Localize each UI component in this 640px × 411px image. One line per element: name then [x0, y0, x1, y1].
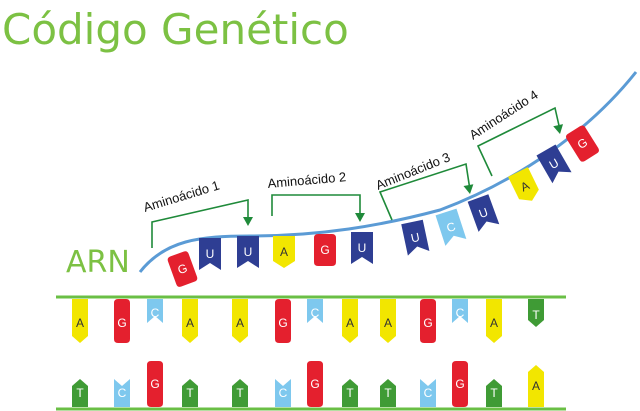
rna-base: G: [167, 251, 198, 287]
dna-base-letter: G: [310, 377, 319, 391]
dna-bottom-base: G: [307, 361, 323, 407]
diagram-title: Código Genético: [2, 5, 349, 54]
rna-base-letter: U: [358, 241, 367, 255]
dna-top-base: A: [182, 299, 198, 343]
dna-base-letter: G: [455, 377, 464, 391]
dna-base-letter: C: [118, 386, 127, 400]
dna-top-base: A: [342, 299, 358, 343]
dna-top-base: A: [232, 299, 248, 343]
dna-base-letter: G: [150, 377, 159, 391]
dna-base-letter: C: [456, 306, 465, 320]
dna-base-letter: G: [278, 316, 287, 330]
dna-top-base: C: [452, 299, 468, 323]
rna-base: G: [565, 125, 599, 162]
dna-base-letter: T: [186, 386, 194, 400]
dna-top-base: T: [528, 299, 544, 327]
dna-base-letter: C: [151, 306, 160, 320]
rna-base: U: [401, 219, 430, 256]
dna-bottom-base: T: [232, 379, 248, 407]
rna-base: U: [351, 232, 373, 264]
rna-base: C: [435, 208, 467, 246]
amino-acid-label: Aminoácido 2: [267, 169, 347, 191]
dna-base-letter: A: [490, 316, 498, 330]
dna-bottom-base: T: [342, 379, 358, 407]
dna-bottom-base: C: [420, 379, 436, 407]
dna-bottom-base: T: [182, 379, 198, 407]
dna-bottom-base: A: [528, 365, 544, 407]
rna-label: ARN: [66, 245, 130, 280]
rna-base: A: [508, 167, 539, 201]
dna-base-letter: A: [76, 316, 84, 330]
dna-bottom-base: C: [114, 379, 130, 407]
rna-backbone: [138, 71, 638, 273]
rna-base: A: [273, 236, 295, 268]
dna-top-base: G: [114, 299, 130, 343]
dna-top-base: G: [275, 299, 291, 343]
dna-base-letter: G: [117, 316, 126, 330]
dna-base-letter: A: [186, 316, 194, 330]
dna-base-letter: T: [384, 386, 392, 400]
dna-base-letter: C: [424, 386, 433, 400]
dna-top-base: A: [380, 299, 396, 343]
dna-base-letter: T: [236, 386, 244, 400]
rna-base: G: [314, 234, 336, 266]
rna-base: U: [237, 236, 259, 268]
rna-base: U: [199, 238, 221, 270]
dna-top-base: A: [72, 299, 88, 343]
rna-base-letter: A: [280, 245, 288, 259]
dna-top-base: A: [486, 299, 502, 343]
dna-base-letter: T: [490, 386, 498, 400]
dna-base-letter: A: [236, 316, 244, 330]
dna-base-letter: C: [279, 386, 288, 400]
dna-base-letter: G: [423, 316, 432, 330]
amino-acid-bracket: Aminoácido 2: [267, 169, 365, 222]
dna-bottom-base: T: [72, 379, 88, 407]
dna-top-base: C: [147, 299, 163, 323]
dna-base-letter: T: [346, 386, 354, 400]
dna-base-letter: C: [311, 306, 320, 320]
dna-base-letter: T: [532, 308, 540, 322]
rna-base: U: [536, 144, 572, 184]
dna-base-letter: A: [532, 379, 540, 393]
dna-base-letter: A: [384, 316, 392, 330]
rna-base-letter: G: [320, 243, 329, 257]
dna-bottom-base: G: [147, 361, 163, 407]
amino-acid-label: Aminoácido 3: [374, 149, 453, 192]
rna-base-letter: G: [176, 261, 190, 277]
dna-bottom-base: T: [486, 379, 502, 407]
rna-base-letter: U: [206, 247, 215, 261]
dna-bottom-base: T: [380, 379, 396, 407]
dna-base-letter: A: [346, 316, 354, 330]
rna-base-letter: U: [410, 230, 421, 245]
dna-base-letter: T: [76, 386, 84, 400]
dna-bottom-base: G: [452, 361, 468, 407]
dna-top-base: C: [307, 299, 323, 323]
dna-bottom-base: C: [275, 379, 291, 407]
rna-base-letter: U: [244, 245, 253, 259]
amino-acid-bracket: Aminoácido 3: [374, 149, 474, 221]
rna-base: U: [467, 194, 500, 232]
dna-top-base: G: [420, 299, 436, 343]
